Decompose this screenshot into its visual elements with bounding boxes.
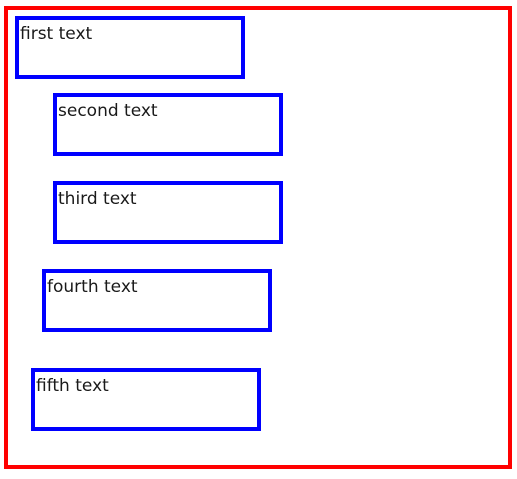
text-box-label: third text <box>58 189 137 209</box>
text-box-third: third text <box>53 181 283 244</box>
text-box-second: second text <box>53 93 283 156</box>
text-box-fifth: fifth text <box>31 368 261 431</box>
text-box-label: second text <box>58 101 158 121</box>
text-box-label: fifth text <box>36 376 109 396</box>
text-box-first: first text <box>15 16 245 79</box>
text-box-label: fourth text <box>47 277 138 297</box>
text-box-label: first text <box>20 24 93 44</box>
text-box-fourth: fourth text <box>42 269 272 332</box>
outer-container <box>4 6 512 469</box>
